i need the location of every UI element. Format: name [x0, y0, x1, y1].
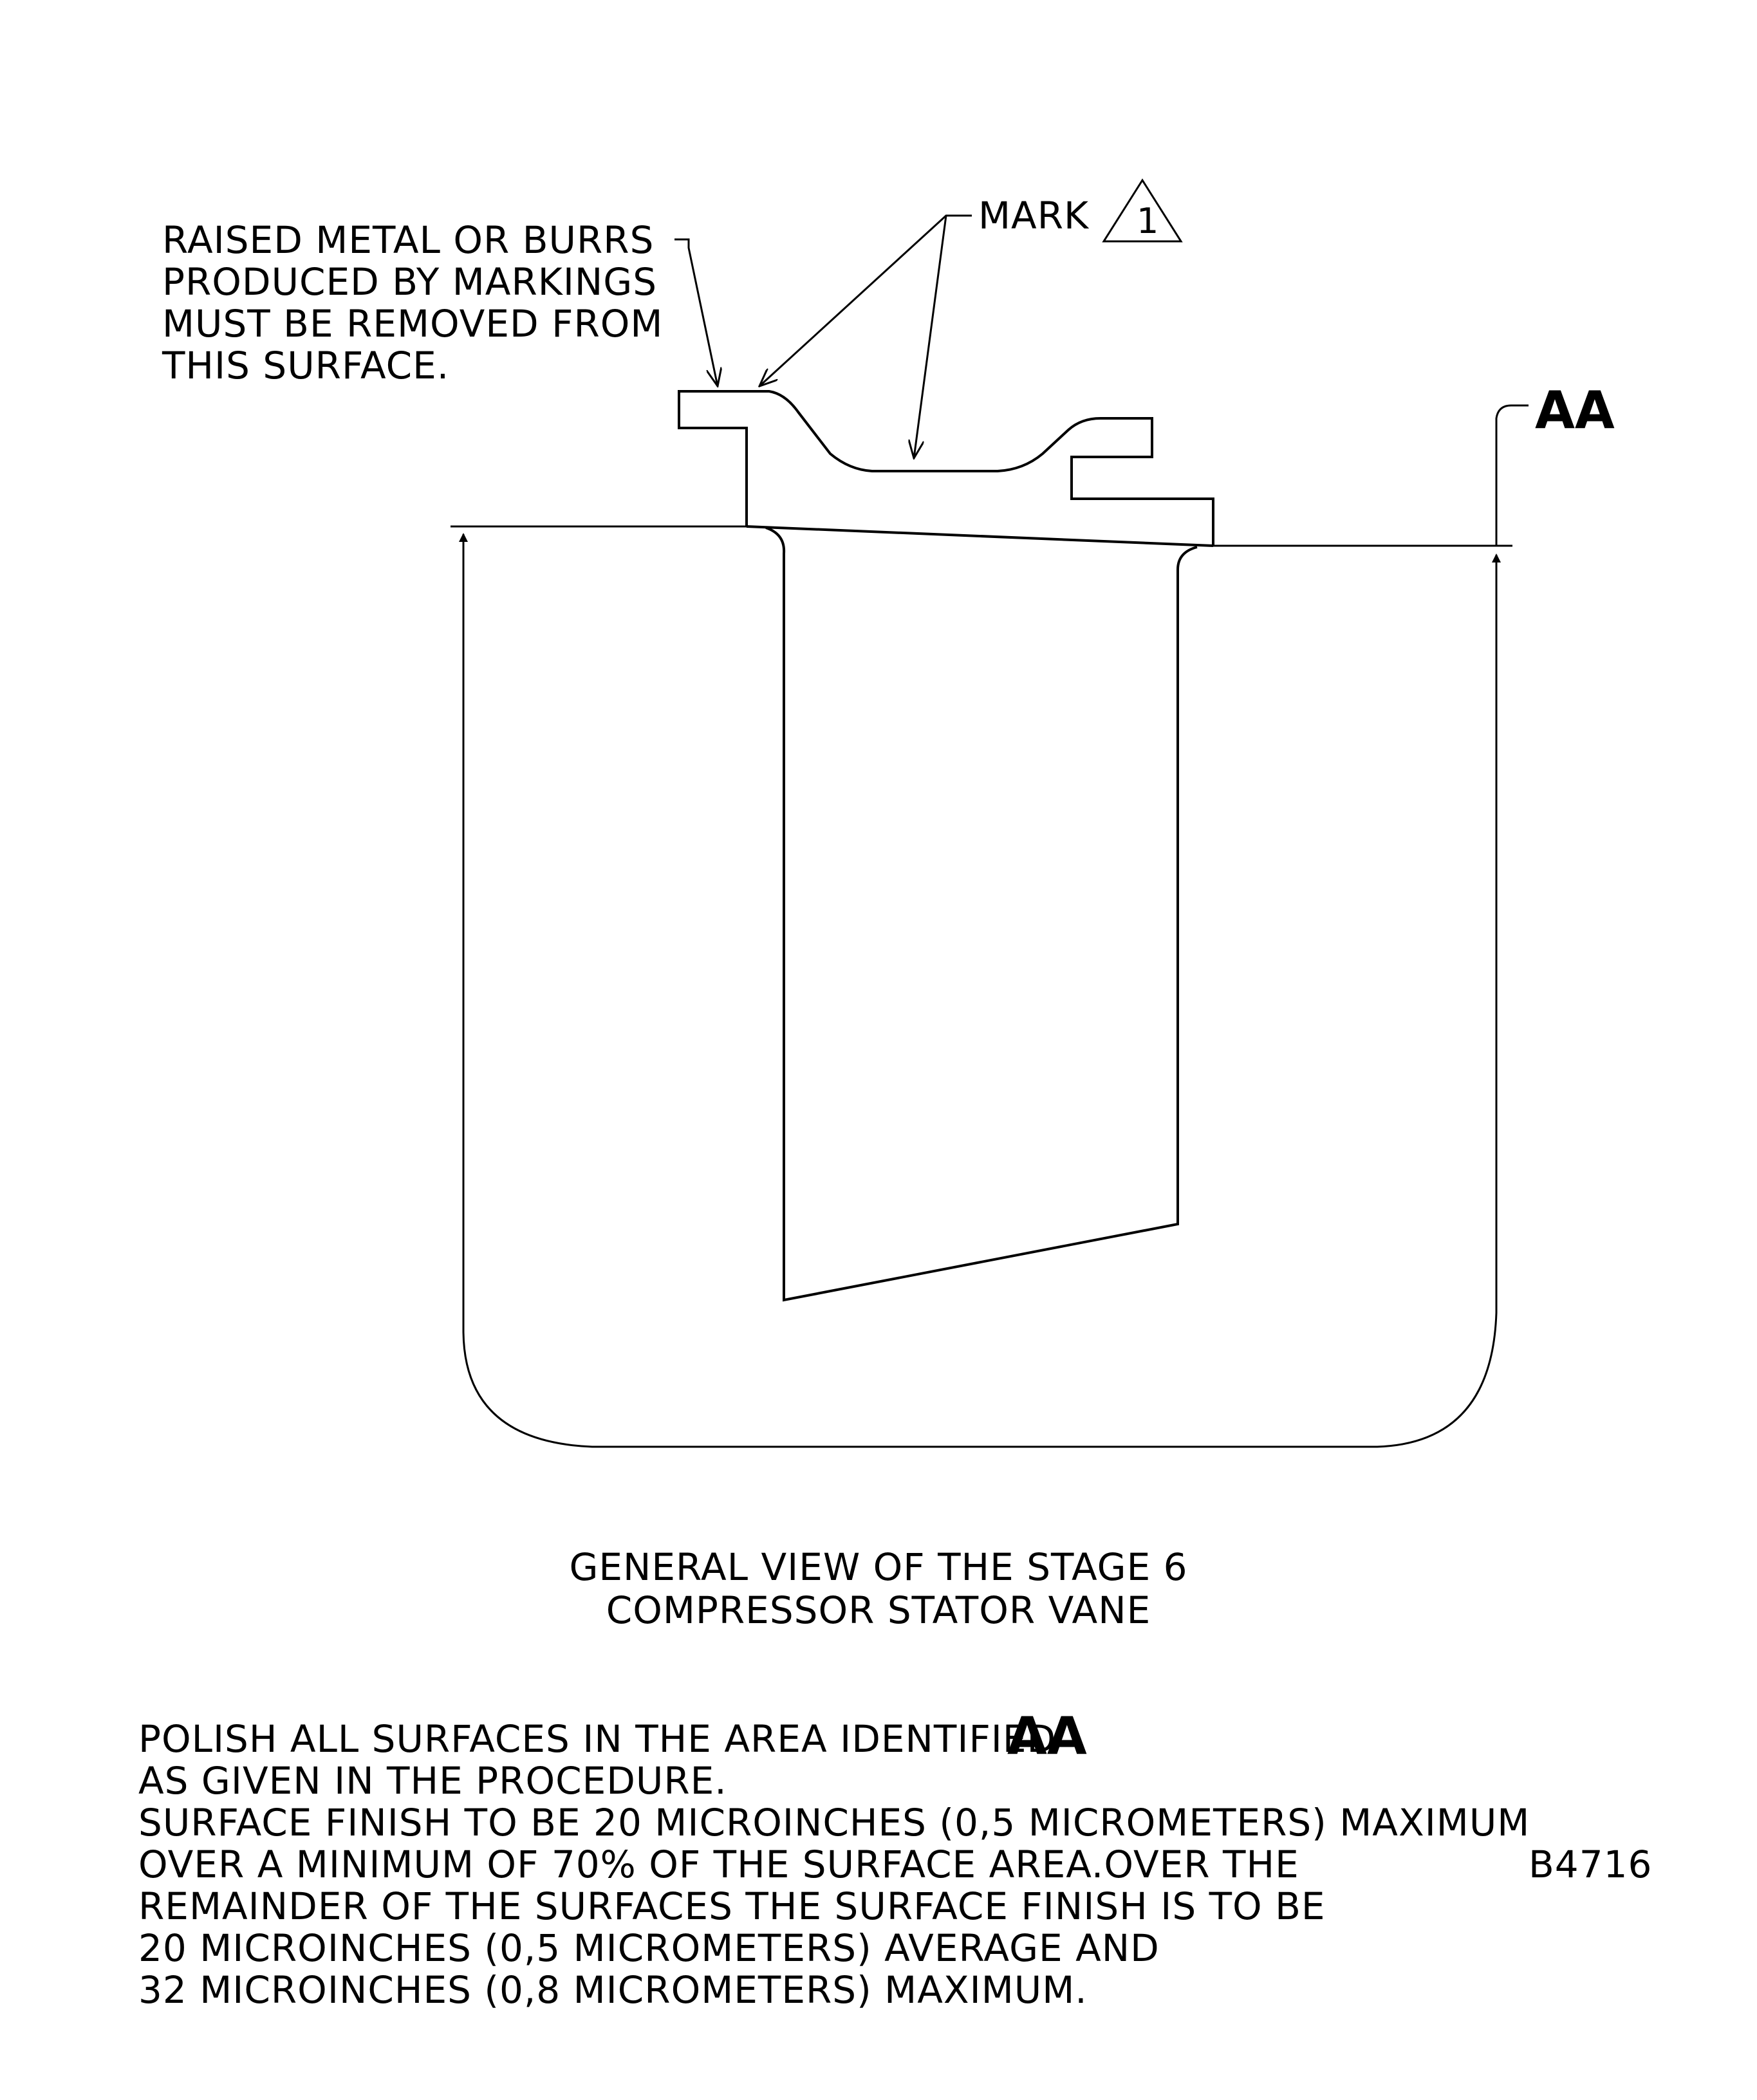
- mark-leader-line-2: [914, 215, 947, 458]
- burr-note-line-3: MUST BE REMOVED FROM: [162, 302, 663, 346]
- instruction-line-5: REMAINDER OF THE SURFACES THE SURFACE FI…: [138, 1884, 1326, 1928]
- polish-instructions: POLISH ALL SURFACES IN THE AREA IDENTIFI…: [138, 1706, 1530, 2012]
- burr-note: RAISED METAL OR BURRS PRODUCED BY MARKIN…: [162, 218, 663, 387]
- mark-leader-line-1: [759, 214, 972, 386]
- figure-id: B4716: [1529, 1843, 1652, 1886]
- burr-note-line-1: RAISED METAL OR BURRS: [162, 218, 654, 262]
- instruction-line-3: SURFACE FINISH TO BE 20 MICROINCHES (0,5…: [138, 1801, 1530, 1844]
- polish-area-boundary: [462, 544, 1498, 1332]
- instruction-line-7: 32 MICROINCHES (0,8 MICROMETERS) MAXIMUM…: [138, 1968, 1088, 2012]
- instruction-area-aa: AA: [1007, 1706, 1087, 1766]
- instruction-line-2: AS GIVEN IN THE PROCEDURE.: [138, 1759, 727, 1803]
- vane-platform-outline: [678, 390, 1214, 546]
- mark-symbol-number: 1: [1137, 201, 1158, 241]
- area-label-aa: AA: [1535, 380, 1615, 440]
- burr-note-line-2: PRODUCED BY MARKINGS: [162, 260, 657, 304]
- burr-leader-tick: [674, 238, 690, 245]
- instruction-line-4: OVER A MINIMUM OF 70% OF THE SURFACE ARE…: [138, 1843, 1299, 1886]
- caption-line-2: COMPRESSOR STATOR VANE: [606, 1588, 1151, 1632]
- burr-leader-line: [676, 238, 718, 386]
- platform-inner-face: [746, 525, 1214, 547]
- airfoil-outline: [765, 526, 1198, 1302]
- instruction-line-6: 20 MICROINCHES (0,5 MICROMETERS) AVERAGE…: [138, 1926, 1160, 1970]
- area-aa-leader: [1495, 404, 1529, 546]
- burr-note-line-4: THIS SURFACE.: [162, 344, 449, 387]
- mark-triangle-symbol: 1: [1102, 178, 1183, 243]
- polish-area-bottom: [462, 1312, 1498, 1448]
- mark-label: MARK: [978, 194, 1090, 237]
- instruction-line-1: POLISH ALL SURFACES IN THE AREA IDENTIFI…: [138, 1717, 1056, 1761]
- caption-line-1: GENERAL VIEW OF THE STAGE 6: [569, 1545, 1187, 1589]
